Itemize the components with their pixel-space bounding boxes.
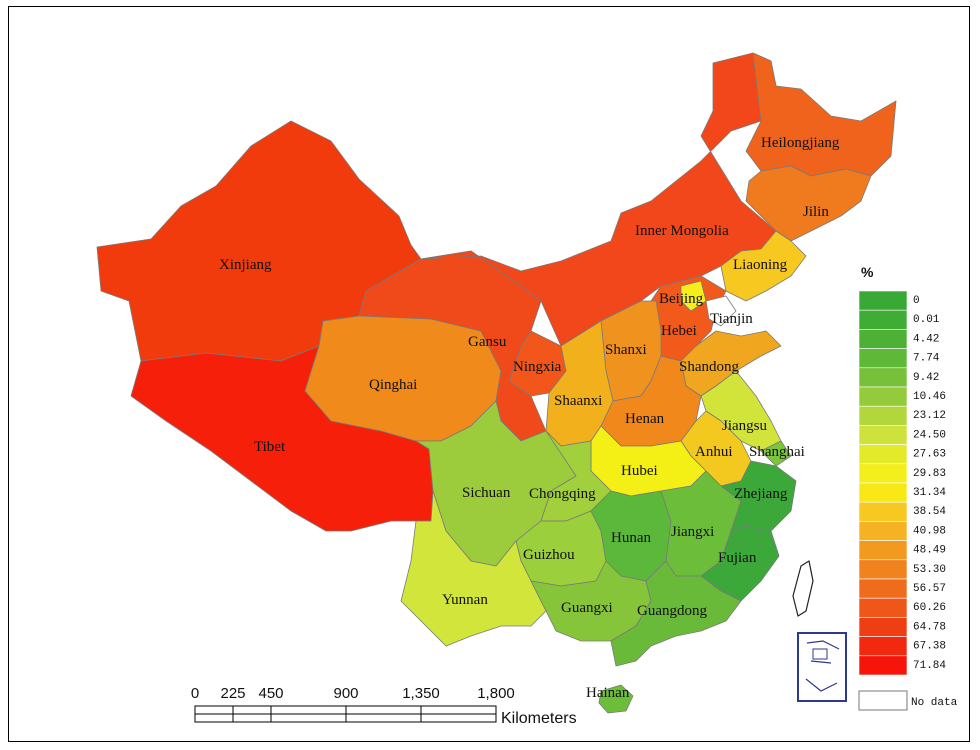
scale-bar: 0 225 450 900 1,350 1,800 Kilometers — [191, 685, 577, 727]
legend-no-data-swatch — [858, 690, 908, 711]
legend-swatch — [858, 617, 908, 637]
label-gansu: Gansu — [468, 334, 507, 350]
label-qinghai: Qinghai — [369, 377, 417, 393]
region-shanghai — [760, 440, 792, 467]
label-shandong: Shandong — [679, 359, 740, 375]
label-anhui: Anhui — [695, 444, 733, 460]
label-hubei: Hubei — [621, 463, 658, 479]
label-xinjiang: Xinjiang — [219, 257, 272, 273]
legend-swatch — [858, 309, 908, 330]
scale-tick-label: 1,800 — [477, 685, 515, 702]
region-heilongjiang — [745, 52, 897, 177]
scale-unit: Kilometers — [501, 710, 577, 727]
label-guizhou: Guizhou — [523, 547, 575, 563]
legend-swatch — [858, 348, 908, 369]
legend-label: 0 — [913, 295, 920, 307]
legend-swatch — [858, 578, 908, 599]
label-yunnan: Yunnan — [442, 592, 488, 608]
island-taiwan — [792, 560, 814, 617]
legend-swatch — [858, 501, 908, 522]
legend-label: 64.78 — [913, 621, 946, 633]
legend-swatch — [858, 482, 908, 503]
legend-label: 10.46 — [913, 391, 946, 403]
legend-label: 31.34 — [913, 487, 946, 499]
legend-label: 40.98 — [913, 525, 946, 537]
region-tianjin — [705, 295, 737, 327]
region-zhejiang — [720, 460, 797, 532]
legend-label: 23.12 — [913, 410, 946, 422]
region-beijing — [680, 280, 707, 312]
scale-tick-label: 1,350 — [402, 685, 440, 702]
label-shaanxi: Shaanxi — [554, 393, 602, 409]
legend: % 0 0.01 4.42 7.74 9.42 10.46 23.12 24.50 27.63 2… — [858, 264, 958, 711]
legend-label: 53.30 — [913, 564, 946, 576]
legend-swatch — [858, 559, 908, 580]
label-liaoning: Liaoning — [733, 257, 788, 273]
label-ningxia: Ningxia — [513, 359, 562, 375]
label-heilongjiang: Heilongjiang — [761, 135, 840, 151]
region-fujian — [700, 525, 780, 602]
label-hebei: Hebei — [661, 323, 697, 339]
label-hunan: Hunan — [611, 530, 651, 546]
legend-label: 38.54 — [913, 506, 946, 518]
scale-tick-label: 225 — [220, 685, 245, 702]
label-jiangsu: Jiangsu — [722, 418, 768, 434]
scale-tick-label: 450 — [258, 685, 283, 702]
legend-swatch — [858, 386, 908, 407]
label-fujian: Fujian — [718, 550, 757, 566]
map-frame: Xinjiang Tibet Qinghai Gansu Inner Mongo… — [8, 6, 970, 742]
legend-no-data-label: No data — [911, 697, 958, 709]
label-sichuan: Sichuan — [462, 485, 511, 501]
label-zhejiang: Zhejiang — [734, 486, 788, 502]
region-liaoning — [720, 230, 807, 302]
region-guangdong — [610, 560, 742, 667]
legend-label: 24.50 — [913, 429, 946, 441]
label-inner-mongolia: Inner Mongolia — [635, 223, 729, 239]
label-beijing: Beijing — [659, 291, 704, 307]
legend-label: 27.63 — [913, 449, 946, 461]
label-tibet: Tibet — [254, 439, 286, 455]
legend-swatch — [858, 405, 908, 426]
south-china-sea-inset — [797, 632, 847, 702]
legend-swatch — [858, 655, 908, 676]
region-hainan — [598, 684, 634, 714]
legend-label: 56.57 — [913, 583, 946, 595]
label-shanghai: Shanghai — [749, 444, 805, 460]
label-jiangxi: Jiangxi — [671, 524, 714, 540]
legend-label: 29.83 — [913, 468, 946, 480]
legend-label: 60.26 — [913, 602, 946, 614]
legend-label: 71.84 — [913, 660, 946, 672]
legend-label: 4.42 — [913, 333, 939, 345]
legend-swatch — [858, 425, 908, 445]
label-shanxi: Shanxi — [605, 342, 647, 358]
label-henan: Henan — [625, 411, 665, 427]
label-guangdong: Guangdong — [637, 603, 707, 619]
legend-swatch — [858, 367, 908, 388]
label-guangxi: Guangxi — [561, 600, 613, 616]
label-jilin: Jilin — [803, 204, 829, 220]
label-chongqing: Chongqing — [529, 486, 596, 502]
scale-tick-label: 900 — [333, 685, 358, 702]
china-map: Xinjiang Tibet Qinghai Gansu Inner Mongo… — [96, 52, 958, 727]
legend-label: 0.01 — [913, 314, 940, 326]
legend-swatch — [858, 329, 908, 349]
legend-label: 7.74 — [913, 353, 940, 365]
scale-tick-label: 0 — [191, 685, 199, 702]
label-hainan: Hainan — [586, 685, 630, 701]
legend-swatch — [858, 597, 908, 618]
legend-swatch — [858, 636, 908, 657]
legend-label: 67.38 — [913, 641, 946, 653]
legend-swatch — [858, 444, 908, 465]
label-tianjin: Tianjin — [710, 311, 753, 327]
legend-swatch — [858, 290, 908, 311]
legend-swatch — [858, 540, 908, 561]
legend-swatch — [858, 463, 908, 484]
region-yunnan — [400, 490, 547, 647]
legend-swatch — [858, 521, 908, 541]
legend-label: 9.42 — [913, 372, 939, 384]
region-jilin — [745, 165, 872, 242]
legend-label: 48.49 — [913, 545, 946, 557]
legend-title: % — [861, 264, 874, 280]
